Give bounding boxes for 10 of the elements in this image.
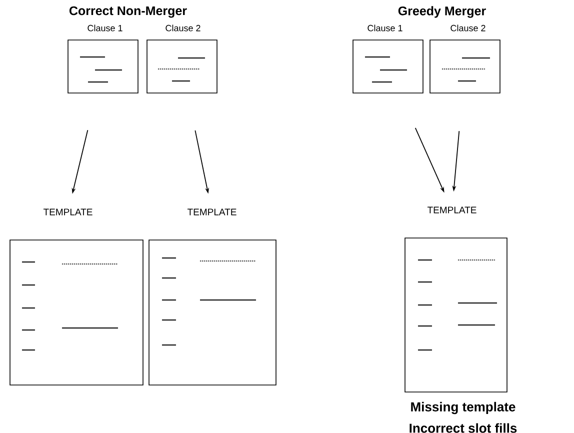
clause-heading: Clause 2 bbox=[166, 24, 200, 32]
template-heading: TEMPLATE bbox=[428, 206, 476, 214]
note-text: Incorrect slot fills bbox=[410, 423, 517, 433]
panel-title: Correct Non-Merger bbox=[69, 6, 187, 18]
template-heading: TEMPLATE bbox=[188, 208, 236, 216]
template-heading: TEMPLATE bbox=[44, 208, 92, 216]
clause-heading: Clause 1 bbox=[368, 24, 402, 32]
panel-title: Greedy Merger bbox=[398, 6, 486, 18]
clause-heading: Clause 2 bbox=[450, 24, 486, 32]
clause-heading: Clause 1 bbox=[88, 24, 122, 32]
